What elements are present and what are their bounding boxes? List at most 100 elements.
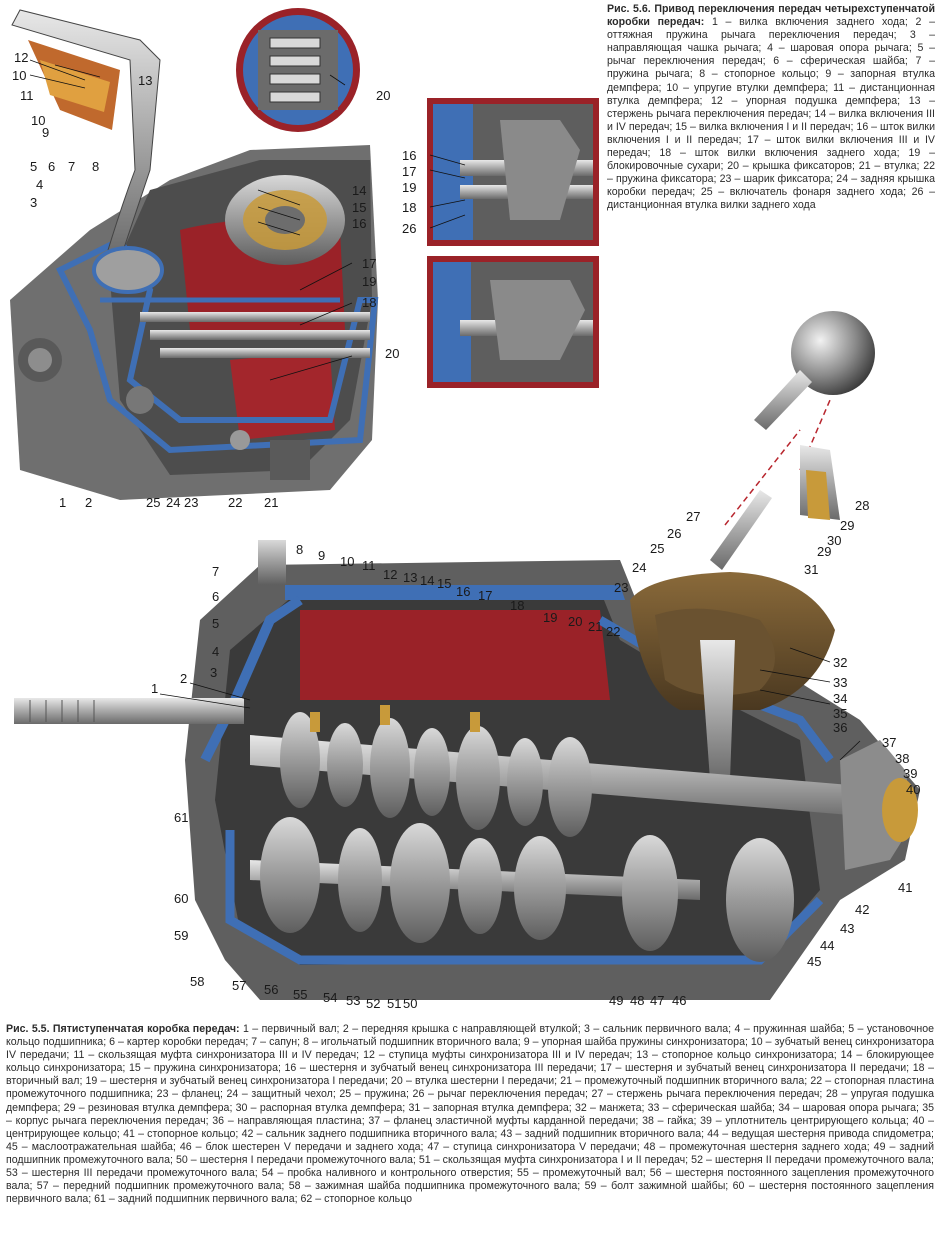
callout: 45 xyxy=(807,954,821,969)
callout: 11 xyxy=(362,558,376,573)
callout: 7 xyxy=(212,564,219,579)
fig55-breather xyxy=(258,540,286,585)
fig56-drawing xyxy=(10,9,379,500)
fig56-caption: Рис. 5.6. Привод переключения передач че… xyxy=(607,3,935,213)
callout: 9 xyxy=(318,548,325,563)
fig55-counter-gears xyxy=(260,817,794,962)
callout: 18 xyxy=(402,200,416,215)
callout: 10 xyxy=(12,68,26,83)
callout: 61 xyxy=(174,810,188,825)
callout: 26 xyxy=(667,526,681,541)
leader-lines xyxy=(29,59,861,761)
callout: 13 xyxy=(403,570,417,585)
callout: 3 xyxy=(30,195,37,210)
callout: 8 xyxy=(92,159,99,174)
callout: 24 xyxy=(632,560,646,575)
fig55-input-shaft xyxy=(14,698,244,724)
callout: 19 xyxy=(402,180,416,195)
callout: 30 xyxy=(827,533,841,548)
illustration-canvas: 1 2 3 4 5 6 7 8 9 10 10 11 12 13 14 15 1… xyxy=(10,8,920,1011)
callout: 34 xyxy=(833,691,847,706)
callout: 16 xyxy=(352,216,366,231)
callout: 26 xyxy=(402,221,416,236)
callout: 11 xyxy=(20,88,34,103)
callout: 10 xyxy=(340,554,354,569)
callout: 25 xyxy=(650,541,664,556)
callout: 16 xyxy=(456,584,470,599)
callout: 51 xyxy=(387,996,401,1011)
fig56-callouts: 1 2 3 4 5 6 7 8 9 10 10 11 12 13 14 15 1… xyxy=(12,50,416,510)
callout: 12 xyxy=(383,567,397,582)
callout: 4 xyxy=(212,644,219,659)
callout: 8 xyxy=(296,542,303,557)
callout: 29 xyxy=(817,544,831,559)
callout: 18 xyxy=(362,295,376,310)
callout: 4 xyxy=(36,177,43,192)
fig55-drawing xyxy=(14,311,920,1000)
callout: 17 xyxy=(402,164,416,179)
callout: 10 xyxy=(31,113,45,128)
callout: 56 xyxy=(264,982,278,997)
callout: 14 xyxy=(352,183,366,198)
callout: 12 xyxy=(14,50,28,65)
callout: 9 xyxy=(42,125,49,140)
callout: 22 xyxy=(228,495,242,510)
callout: 20 xyxy=(376,88,390,103)
callout: 20 xyxy=(385,346,399,361)
callout: 2 xyxy=(85,495,92,510)
callout: 5 xyxy=(30,159,37,174)
callout: 7 xyxy=(68,159,75,174)
callout: 21 xyxy=(588,619,602,634)
callout: 27 xyxy=(686,509,700,524)
callout: 40 xyxy=(906,782,920,797)
callout: 28 xyxy=(855,498,869,513)
callout: 60 xyxy=(174,891,188,906)
callout: 53 xyxy=(346,993,360,1008)
callout: 57 xyxy=(232,978,246,993)
fig55-caption-title: Рис. 5.5. Пятиступенчатая коробка переда… xyxy=(6,1023,240,1035)
callout: 3 xyxy=(210,665,217,680)
callout: 6 xyxy=(212,589,219,604)
callout: 1 xyxy=(59,495,66,510)
callout: 38 xyxy=(895,751,909,766)
callout: 21 xyxy=(264,495,278,510)
callout: 17 xyxy=(478,588,492,603)
callout: 23 xyxy=(184,495,198,510)
callout: 15 xyxy=(437,576,451,591)
callout: 39 xyxy=(903,766,917,781)
callout: 49 xyxy=(609,993,623,1008)
callout: 52 xyxy=(366,996,380,1011)
callout: 19 xyxy=(543,610,557,625)
callout: 20 xyxy=(568,614,582,629)
callout: 24 xyxy=(166,495,180,510)
callout: 33 xyxy=(833,675,847,690)
callout: 18 xyxy=(510,598,524,613)
callout: 14 xyxy=(420,573,434,588)
callout: 29 xyxy=(840,518,854,533)
callout: 19 xyxy=(362,274,376,289)
callout: 46 xyxy=(672,993,686,1008)
callout: 22 xyxy=(606,624,620,639)
fig55-caption: Рис. 5.5. Пятиступенчатая коробка переда… xyxy=(6,1023,934,1206)
callout: 15 xyxy=(352,200,366,215)
callout: 17 xyxy=(362,256,376,271)
callout: 5 xyxy=(212,616,219,631)
callout: 35 xyxy=(833,706,847,721)
callout: 1 xyxy=(151,681,158,696)
callout: 54 xyxy=(323,990,337,1005)
callout: 36 xyxy=(833,720,847,735)
fig56-shift-rods xyxy=(140,312,370,358)
callout: 58 xyxy=(190,974,204,989)
fig56-inset-top xyxy=(427,98,599,246)
callout: 43 xyxy=(840,921,854,936)
fig56-caption-title: Рис. 5.6. Привод переключения передач че… xyxy=(607,3,935,29)
callout: 47 xyxy=(650,993,664,1008)
fig55-main-gears xyxy=(280,705,592,837)
callout: 41 xyxy=(898,880,912,895)
fig56-caption-legend: 1 – вилка включения заднего хода; 2 – от… xyxy=(607,16,935,212)
fig56-inset-circle xyxy=(236,8,360,132)
callout: 37 xyxy=(882,735,896,750)
callout: 44 xyxy=(820,938,834,953)
callout: 2 xyxy=(180,671,187,686)
callout: 55 xyxy=(293,987,307,1002)
